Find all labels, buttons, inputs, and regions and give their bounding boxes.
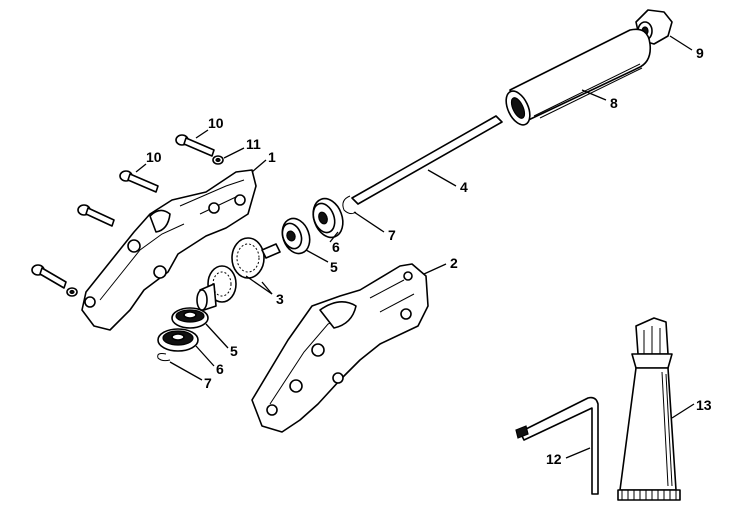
callout-10-second: 10 — [146, 149, 162, 165]
part-tube — [505, 28, 652, 126]
part-bearing-lower-large — [157, 328, 199, 352]
part-screw-1 — [175, 134, 215, 157]
part-gear-housing-lower — [251, 263, 429, 433]
callout-10-top: 10 — [208, 115, 224, 131]
leader-lines — [135, 35, 695, 459]
callout-7-upper: 7 — [388, 227, 396, 243]
callout-3: 3 — [276, 291, 284, 307]
part-screw-3 — [77, 204, 115, 227]
callout-11: 11 — [246, 136, 261, 152]
callout-5-upper: 5 — [330, 259, 338, 275]
callout-2: 2 — [450, 255, 458, 271]
callout-8: 8 — [610, 95, 618, 111]
part-gear-housing-upper — [81, 169, 257, 331]
part-screw-2 — [119, 170, 159, 193]
part-drive-shaft — [351, 115, 503, 205]
callout-labels: 10 11 10 1 9 8 4 7 6 5 2 3 5 6 7 13 12 — [146, 45, 712, 467]
part-washer-1 — [212, 155, 224, 165]
part-circlip-upper — [342, 195, 357, 215]
callout-9: 9 — [696, 45, 704, 61]
part-washer-2 — [66, 287, 78, 297]
callout-5-lower: 5 — [230, 343, 238, 359]
part-bearing-lower — [171, 307, 209, 329]
callout-4: 4 — [460, 179, 468, 195]
part-bevel-gear-set — [196, 237, 281, 311]
callout-12: 12 — [546, 451, 562, 467]
callout-6-upper: 6 — [332, 239, 340, 255]
callout-13: 13 — [696, 397, 712, 413]
part-bearing-upper — [312, 197, 344, 239]
callout-7-lower: 7 — [204, 375, 212, 391]
part-hex-key — [515, 396, 599, 495]
part-circlip-lower — [157, 353, 171, 362]
part-screw-4 — [31, 264, 67, 289]
callout-1: 1 — [268, 149, 276, 165]
part-bearing-upper-small — [281, 217, 311, 255]
part-grease-tube — [617, 317, 681, 501]
callout-6-lower: 6 — [216, 361, 224, 377]
